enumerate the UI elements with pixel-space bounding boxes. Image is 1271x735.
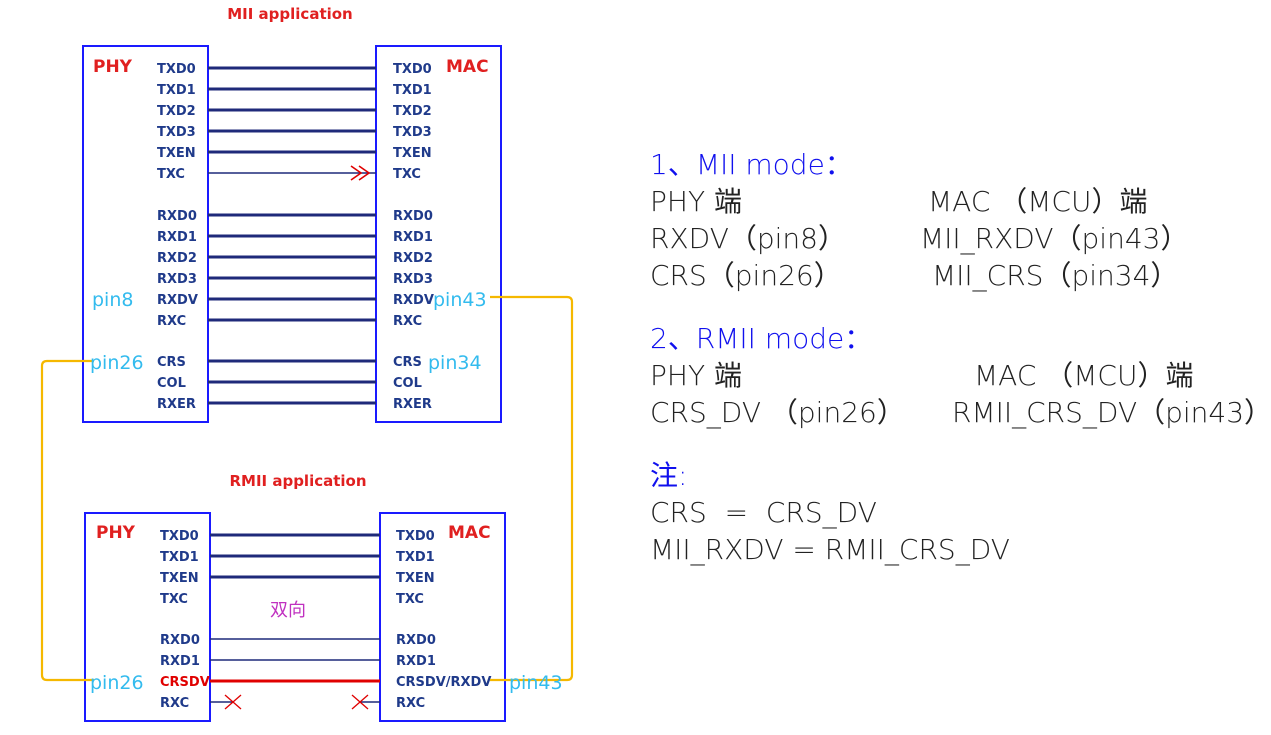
- mii-phy-pin-txen: TXEN: [157, 146, 196, 161]
- mii-phy-pin-rxd3: RXD3: [157, 272, 197, 287]
- mii-mac-rxdv: MII_RXDV（pin43）: [920, 222, 1189, 255]
- mii-mac-pin-rxer: RXER: [393, 397, 432, 412]
- rmii-mode-header: 2、RMII mode：: [650, 322, 873, 355]
- rmii-mac-pin-rxc: RXC: [396, 696, 425, 711]
- mii-pin43-label: pin43: [433, 289, 487, 311]
- rmii-phy-pin-rxd0: RXD0: [160, 633, 200, 648]
- mii-mac-pin-rxd3: RXD3: [393, 272, 433, 287]
- mii-phy-pin-txd0: TXD0: [157, 62, 196, 77]
- mii-phy-box: [82, 45, 209, 423]
- mii-mac-pin-txd0: TXD0: [393, 62, 432, 77]
- rmii-phy-pin-txd0: TXD0: [160, 529, 199, 544]
- mii-phy-pin-crs: CRS: [157, 355, 186, 370]
- mii-mac-pin-rxd0: RXD0: [393, 209, 433, 224]
- mii-pin34-label: pin34: [428, 352, 482, 374]
- rmii-phy-pin-txc: TXC: [160, 592, 188, 607]
- rmii-mac-pin-txd0: TXD0: [396, 529, 435, 544]
- note-line-rxdv: MII_RXDV = RMII_CRS_DV: [650, 533, 1010, 566]
- bidirectional-label: 双向: [270, 600, 306, 621]
- mii-pin26-label: pin26: [90, 352, 144, 374]
- rmii-row-crsdv: CRS_DV （pin26） RMII_CRS_DV（pin43）: [650, 394, 1271, 431]
- mii-mac-pin-rxdv: RXDV: [393, 293, 434, 308]
- rmii-mac-pin-txd1: TXD1: [396, 550, 435, 565]
- crs-to-crsdv-wire: [40, 359, 94, 682]
- rmii-phy-label: PHY: [96, 523, 136, 543]
- rxc-phy-no-connect-mark: [224, 694, 242, 710]
- mii-phy-pin-txd3: TXD3: [157, 125, 196, 140]
- rmii-mac-pin-txc: TXC: [396, 592, 424, 607]
- mii-mode-header: 1、MII mode：: [650, 148, 853, 181]
- rmii-pin26-label: pin26: [90, 672, 144, 694]
- mii-phy-pin-txd1: TXD1: [157, 83, 196, 98]
- mii-phy-pin-rxer: RXER: [157, 397, 196, 412]
- mii-mac-pin-txd1: TXD1: [393, 83, 432, 98]
- mii-phy-pin-txc: TXC: [157, 167, 185, 182]
- mii-phy-pin-col: COL: [157, 376, 186, 391]
- rmii-phy-pin-crsdv: CRSDV: [160, 675, 210, 690]
- mii-mac-end: MAC （MCU）端: [928, 185, 1148, 218]
- mii-phy-pin-rxd0: RXD0: [157, 209, 197, 224]
- mii-mac-label: MAC: [446, 57, 489, 77]
- note-line-crs: CRS = CRS_DV: [650, 496, 877, 529]
- interface-diagram: MII application RMII application PHY MAC…: [40, 5, 574, 722]
- mii-mac-pin-txd2: TXD2: [393, 104, 432, 119]
- rmii-mac-crsdv: RMII_CRS_DV（pin43）: [952, 396, 1271, 429]
- rmii-phy-pin-rxc: RXC: [160, 696, 189, 711]
- rmii-title: RMII application: [229, 472, 366, 490]
- mii-mac-pin-rxc: RXC: [393, 314, 422, 329]
- mii-row-rxdv: RXDV（pin8） MII_RXDV（pin43）: [650, 220, 1265, 257]
- note-header: 注:: [650, 459, 688, 492]
- rmii-mac-label: MAC: [448, 523, 491, 543]
- mii-mac-pin-txen: TXEN: [393, 146, 432, 161]
- rmii-mac-pin-txen: TXEN: [396, 571, 435, 586]
- mii-phy-end: PHY 端: [650, 185, 742, 218]
- mii-phy-label: PHY: [93, 57, 133, 77]
- mii-mac-pin-col: COL: [393, 376, 422, 391]
- rmii-mac-box: [379, 512, 506, 722]
- mii-phy-pin-rxc: RXC: [157, 314, 186, 329]
- rmii-pin43-label: pin43: [509, 672, 563, 694]
- rmii-phy-pin-txen: TXEN: [160, 571, 199, 586]
- mii-phy-pin-rxd2: RXD2: [157, 251, 197, 266]
- rmii-phy-box: [84, 512, 211, 722]
- rmii-mac-pin-rxd0: RXD0: [396, 633, 436, 648]
- mii-phy-crs: CRS（pin26）: [650, 259, 842, 292]
- mii-mac-pin-txd3: TXD3: [393, 125, 432, 140]
- mii-mac-pin-txc: TXC: [393, 167, 421, 182]
- mii-phy-pin-rxd1: RXD1: [157, 230, 197, 245]
- rmii-phy-crsdv: CRS_DV （pin26）: [650, 396, 905, 429]
- mii-phy-rxdv: RXDV（pin8）: [650, 222, 846, 255]
- mii-phy-pin-txd2: TXD2: [157, 104, 196, 119]
- mii-phy-pin-rxdv: RXDV: [157, 293, 198, 308]
- mii-row-crs: CRS（pin26） MII_CRS（pin34）: [650, 257, 1265, 294]
- mii-pin8-label: pin8: [92, 289, 133, 311]
- mii-row-endpoints: PHY 端 MAC （MCU）端: [650, 183, 1265, 220]
- mii-mac-box: [375, 45, 502, 423]
- mii-mac-pin-crs: CRS: [393, 355, 422, 370]
- rxdv-to-crsdv-rxdv-wire: [490, 295, 574, 682]
- mii-title: MII application: [227, 5, 353, 23]
- rxc-mac-no-connect-mark: [351, 694, 369, 710]
- rmii-mac-pin-crsdv: CRSDV/RXDV: [396, 675, 491, 690]
- rmii-mac-pin-rxd1: RXD1: [396, 654, 436, 669]
- rmii-row-endpoints: PHY 端 MAC （MCU）端: [650, 357, 1265, 394]
- rmii-phy-pin-txd1: TXD1: [160, 550, 199, 565]
- rmii-phy-pin-rxd1: RXD1: [160, 654, 200, 669]
- rmii-mac-end: MAC （MCU）端: [974, 359, 1194, 392]
- rmii-phy-end: PHY 端: [650, 359, 742, 392]
- txc-direction-arrow: [350, 165, 371, 181]
- mii-mac-pin-rxd1: RXD1: [393, 230, 433, 245]
- mii-mac-pin-rxd2: RXD2: [393, 251, 433, 266]
- mode-notes: 1、MII mode： PHY 端 MAC （MCU）端 RXDV（pin8） …: [650, 146, 1271, 568]
- mii-mac-crs: MII_CRS（pin34）: [932, 259, 1179, 292]
